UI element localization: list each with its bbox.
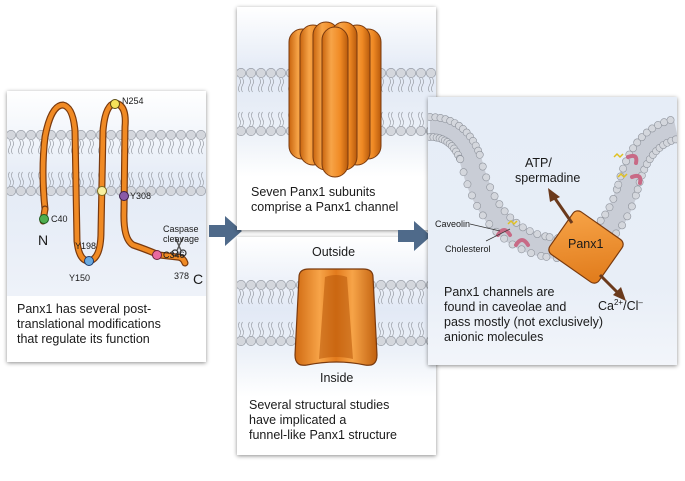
site-c346-dot [152, 250, 162, 260]
site-c346-label: C346 [163, 250, 185, 260]
site-y198-dot [97, 186, 107, 196]
panx1-channel-box [548, 210, 624, 284]
c-terminus-label: C [193, 271, 204, 287]
caspase-label-line2: cleavage [163, 234, 200, 244]
efflux-arrow [548, 188, 574, 224]
panel4-caption: Panx1 channels are found in caveolae and… [444, 285, 604, 344]
site-n254-dot [110, 99, 120, 109]
n-terminus-label: N [38, 232, 49, 248]
channel-side-view [237, 7, 436, 178]
caveolae-diagram [428, 97, 677, 365]
caveolin-label: Caveolin [435, 219, 471, 229]
panx1-label: Panx1 [568, 237, 604, 251]
influx-arrow [598, 273, 626, 301]
inside-label: Inside [320, 371, 354, 385]
site-c40-label: C40 [51, 214, 68, 224]
cholesterol-label: Cholesterol [445, 244, 491, 254]
panel-post-translational: N254 C40 Y198 Y308 C346 Y150 378 N C Cas… [7, 91, 206, 362]
site-378-label: 378 [174, 271, 190, 281]
funnel-cross-section [237, 237, 436, 397]
site-c40-dot [39, 214, 49, 224]
atp-label-line1: ATP/ [525, 156, 552, 170]
panel2-caption: Seven Panx1 subunits comprise a Panx1 ch… [251, 185, 399, 214]
panel1-caption: Panx1 has several post- translational mo… [17, 302, 161, 346]
site-y308-label: Y308 [130, 191, 152, 201]
panel-funnel-structure: Outside Inside Several structural studie… [237, 237, 436, 455]
ion-label: Ca2+/Cl– [598, 298, 643, 314]
site-y150-dot [84, 256, 94, 266]
atp-label-line2: spermadine [515, 171, 581, 185]
site-n254-label: N254 [122, 96, 144, 106]
arrow-right-icon [398, 221, 431, 251]
site-y308-dot [119, 191, 129, 201]
caspase-label-line1: Caspase [163, 224, 199, 234]
panel-seven-subunits: Seven Panx1 subunits comprise a Panx1 ch… [237, 7, 436, 230]
caveolin-proteins [496, 153, 643, 247]
panel3-caption: Several structural studies have implicat… [249, 398, 397, 442]
panx1-topology-diagram [7, 91, 206, 296]
site-y198-label: Y198 [75, 241, 97, 251]
cholesterol-marks [507, 152, 628, 226]
scissors-icon [171, 236, 187, 257]
arrow-right-icon [209, 216, 242, 246]
outside-label: Outside [312, 245, 356, 259]
panel-caveolae: ATP/ spermadine Panx1 Caveolin Cholester… [428, 97, 677, 365]
site-y150-label: Y150 [69, 273, 91, 283]
panx1-channel [288, 21, 382, 178]
